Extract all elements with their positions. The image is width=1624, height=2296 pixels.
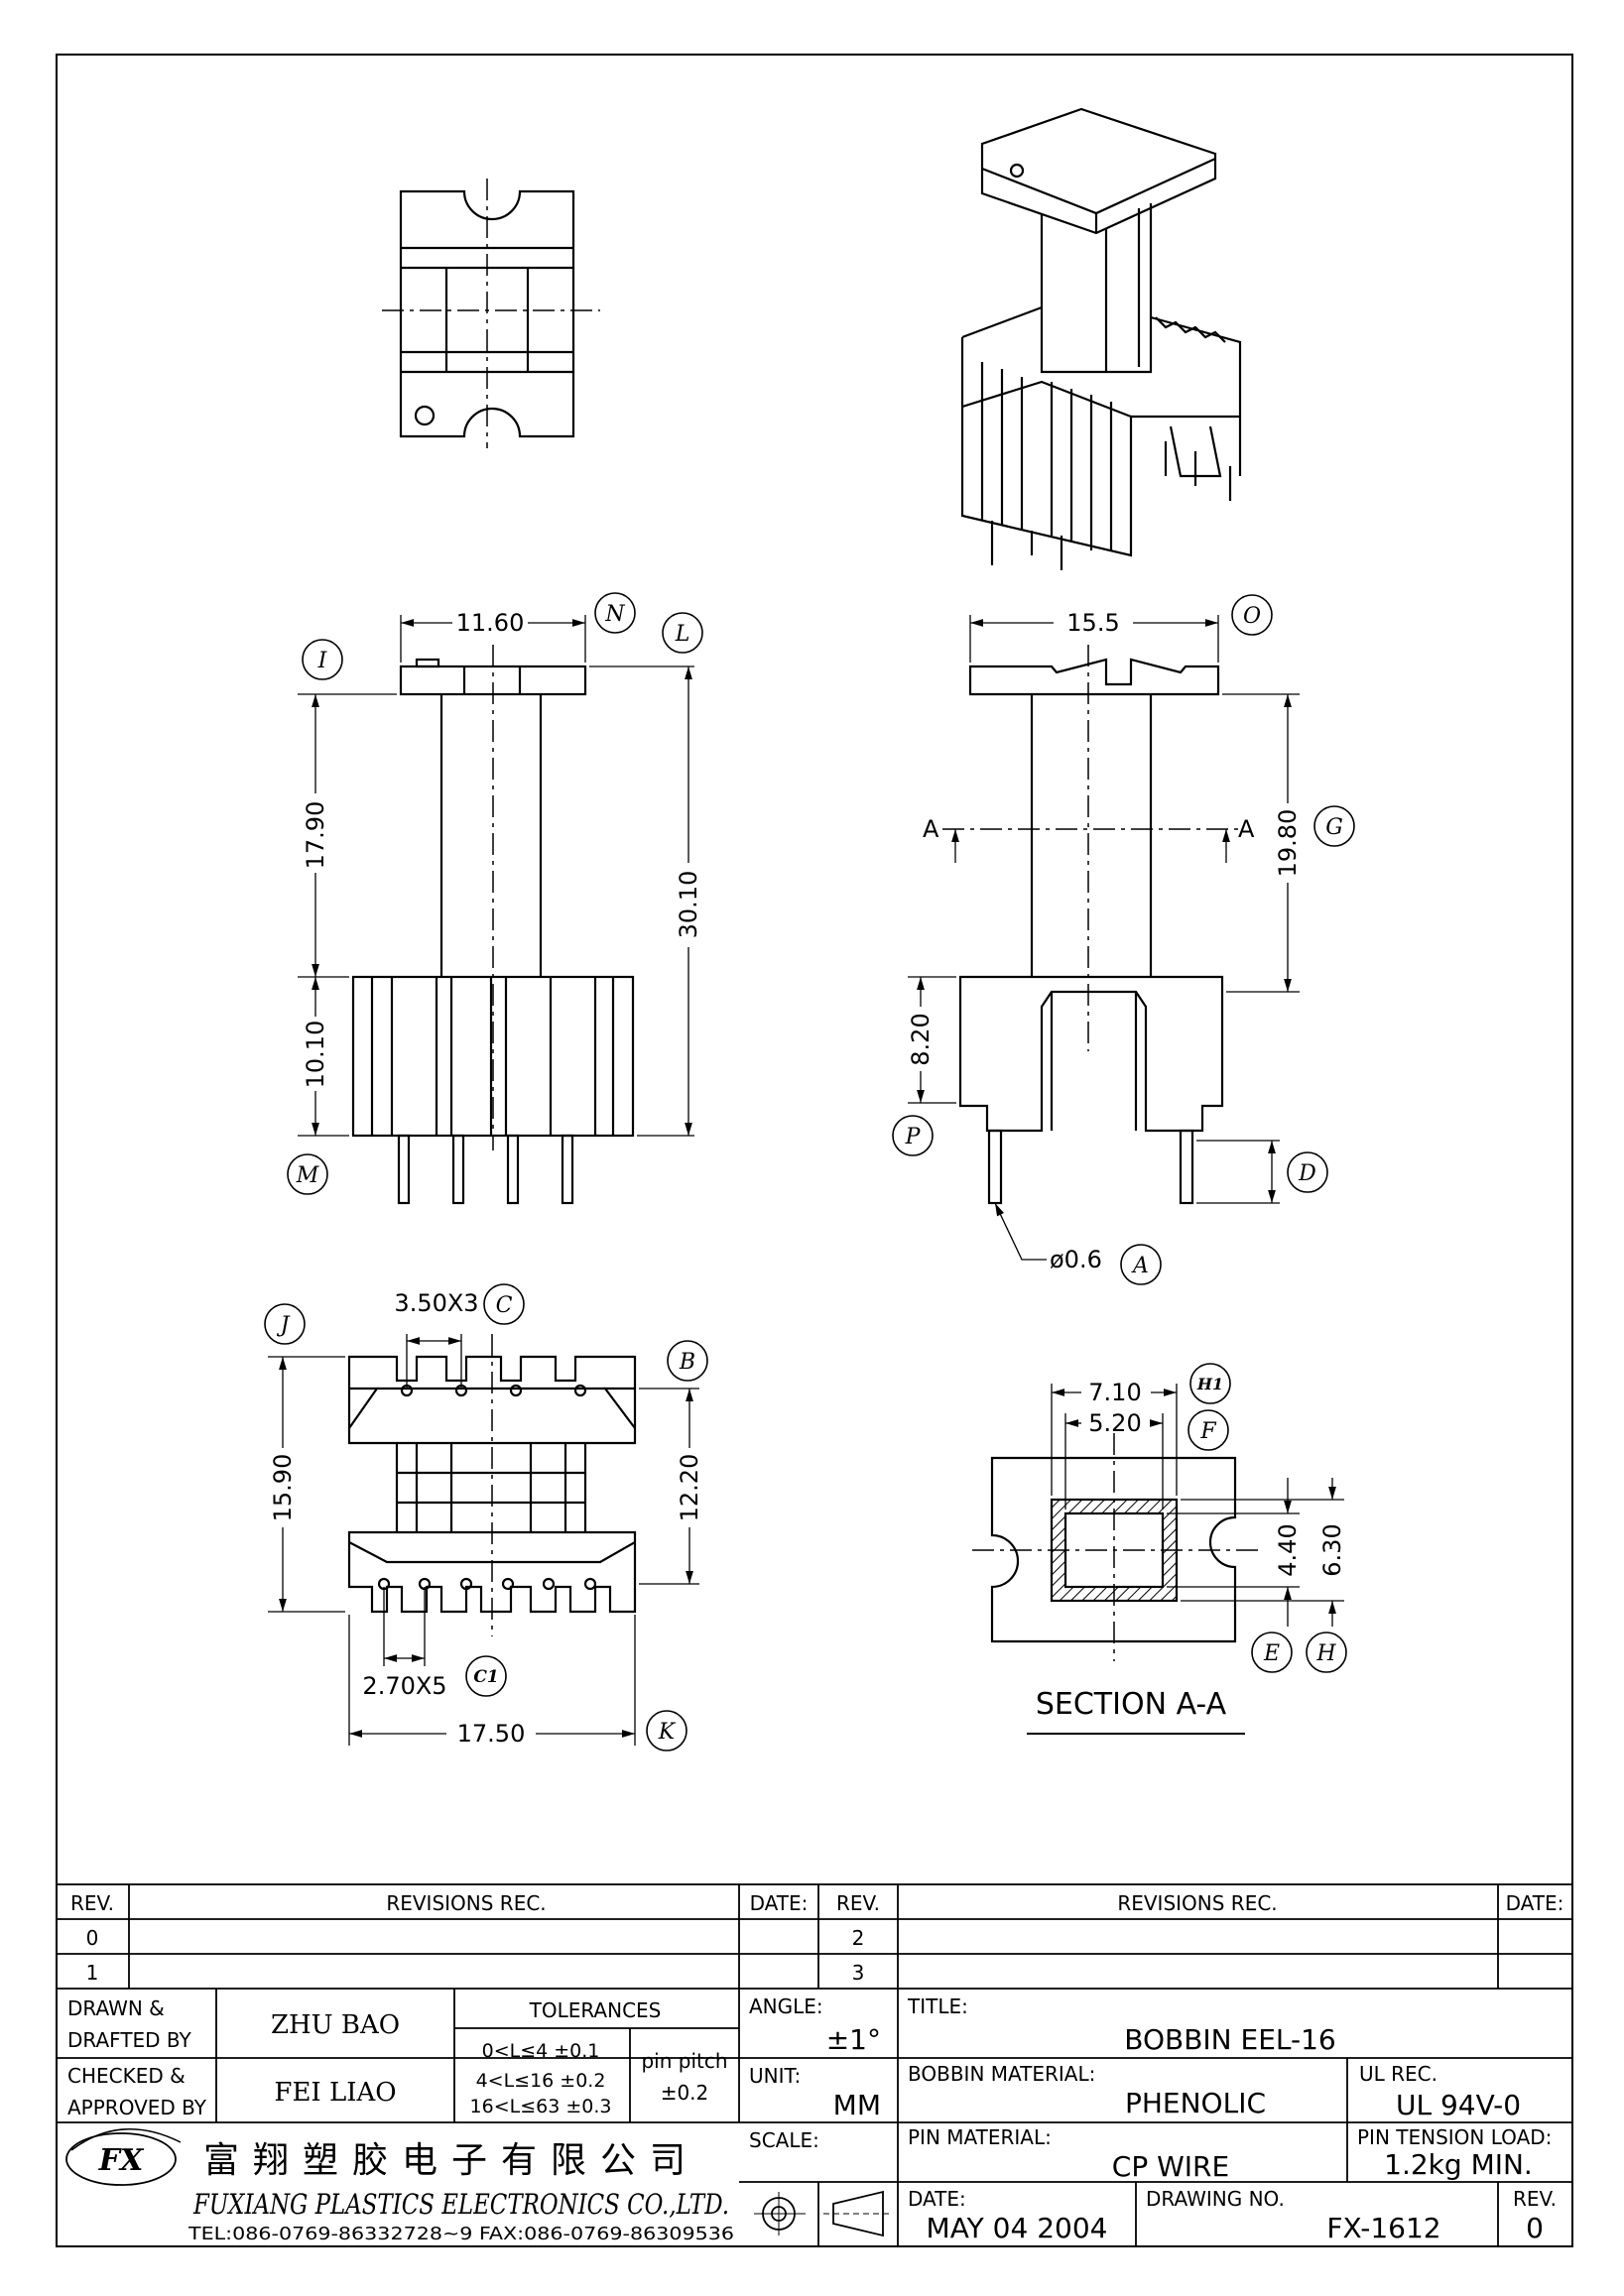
rev-label: REV. [1513,2187,1557,2211]
checked-label-2: APPROVED BY [67,2096,207,2119]
rev-value: 0 [1526,2212,1544,2244]
dim-h-base: 8.20 [907,1013,935,1065]
pin-pitch-value: ±0.2 [661,2081,709,2105]
drawing-border [56,54,1573,2247]
tol-2: 4<L≤16 ±0.2 [476,2070,606,2092]
rev-header-right: REV. [836,1891,880,1915]
dim-h-bottom-inner: 12.20 [676,1454,703,1522]
company-logo [65,2132,177,2186]
company-contact: TEL:086-0769-86332728~9 FAX:086-0769-863… [187,2224,734,2244]
dim-sec-outer: 7.10 [1088,1379,1141,1406]
drawn-label-2: DRAFTED BY [67,2028,192,2052]
ul-rec-label: UL REC. [1359,2062,1437,2086]
dim-h-bottom-outer: 15.90 [269,1454,297,1522]
label-f: F [1199,1419,1216,1444]
drawing-no-label: DRAWING NO. [1146,2187,1285,2211]
ul-rec-value: UL 94V-0 [1396,2089,1521,2121]
label-e: E [1263,1641,1280,1666]
label-d: D [1298,1161,1316,1186]
revisions-header: REVISIONS REC. [386,1891,546,1915]
label-a: A [1131,1254,1149,1278]
date-header: DATE: [750,1891,809,1915]
section-title: SECTION A-A [1036,1687,1227,1722]
front-view [351,645,635,1205]
title-block-texts: REV. REVISIONS REC. DATE: REV. REVISIONS… [67,1891,1563,2244]
label-h1: H1 [1196,1375,1223,1393]
label-o: O [1243,604,1261,629]
title-label: TITLE: [907,1994,968,2018]
dim-h-lower: 10.10 [302,1021,329,1089]
label-m: M [296,1163,319,1188]
section-a-a-view [972,1433,1260,1661]
revisions-header-right: REVISIONS REC. [1117,1891,1277,1915]
title-value: BOBBIN EEL-16 [1124,2023,1336,2056]
dimension-lines [268,615,1344,1746]
label-j: J [277,1313,291,1338]
label-n: N [604,602,625,627]
rev-row-3: 3 [852,1961,865,1985]
rev-header: REV. [70,1891,114,1915]
pin-material-value: CP WIRE [1112,2150,1229,2183]
section-marker-right: A [1238,815,1255,843]
date-label: DATE: [908,2187,966,2211]
dim-pitch-bottom: 2.70X5 [362,1672,446,1700]
pin-tension-value: 1.2kg MIN. [1384,2148,1533,2181]
pin-tension-label: PIN TENSION LOAD: [1357,2125,1552,2149]
label-g: G [1325,815,1343,840]
dim-pin-dia: ø0.6 [1050,1246,1102,1273]
rev-row-2: 2 [852,1926,865,1950]
callout-labels [264,592,1355,1752]
label-l: L [675,622,690,647]
bottom-view [347,1334,637,1636]
label-i: I [317,649,328,673]
bobbin-material-label: BOBBIN MATERIAL: [908,2062,1095,2086]
dimension-texts: 11.60 17.90 10.10 30.10 15.5 19.80 8.20 … [269,609,1346,1748]
tolerances-label: TOLERANCES [529,1998,662,2022]
tol-1: 0<L≤4 ±0.1 [482,2040,600,2062]
dim-w-side: 15.5 [1066,609,1119,637]
dim-sec-h-outer: 6.30 [1318,1523,1346,1576]
tol-3: 16<L≤63 ±0.3 [470,2096,612,2117]
dim-w-bottom: 17.50 [457,1720,526,1748]
logo-text: FX [98,2143,145,2178]
top-view [382,179,600,448]
dim-sec-inner: 5.20 [1088,1409,1141,1437]
title-block [56,1883,1573,2247]
rev-row-1: 1 [86,1961,99,1985]
date-value: MAY 04 2004 [927,2212,1108,2244]
dim-pitch-top: 3.50X3 [394,1289,478,1317]
drawing-no-value: FX-1612 [1326,2212,1440,2244]
dim-h-total: 30.10 [675,871,702,939]
pin-material-label: PIN MATERIAL: [908,2125,1052,2149]
rev-row-0: 0 [86,1926,99,1950]
unit-value: MM [833,2089,881,2121]
company-name-en: FUXIANG PLASTICS ELECTRONICS CO.,LTD. [192,2188,729,2221]
unit-label: UNIT: [749,2064,801,2088]
label-k: K [658,1720,677,1745]
pin-pitch-label: pin pitch [641,2049,727,2073]
label-b: B [679,1350,695,1375]
dim-sec-h-inner: 4.40 [1274,1523,1302,1576]
section-marker-left: A [923,815,939,843]
checked-label-1: CHECKED & [67,2064,186,2088]
bobbin-material-value: PHENOLIC [1125,2087,1266,2119]
drawn-by: ZHU BAO [271,2010,400,2040]
company-name-cn: 富翔塑胶电子有限公司 [203,2140,699,2181]
dim-h-side: 19.80 [1274,809,1302,878]
dim-w-top: 11.60 [456,609,525,637]
scale-label: SCALE: [749,2128,819,2152]
label-c: C [496,1293,513,1318]
angle-value: ±1° [826,2023,881,2056]
label-c1: C1 [473,1667,498,1687]
checked-by: FEI LIAO [274,2078,396,2108]
dim-h-upper: 17.90 [302,801,329,870]
drawn-label-1: DRAWN & [67,1996,165,2020]
label-p: P [905,1125,922,1149]
isometric-view [960,107,1242,570]
side-view [942,645,1240,1205]
label-h: H [1315,1641,1336,1666]
angle-label: ANGLE: [749,1994,823,2018]
date-header-right: DATE: [1506,1891,1564,1915]
